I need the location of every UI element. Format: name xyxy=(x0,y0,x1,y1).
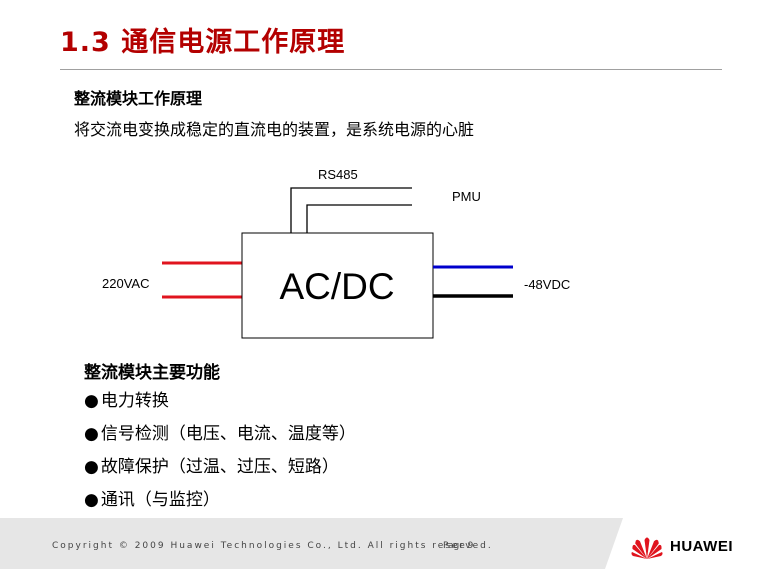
list-item: ●故障保护（过温、过压、短路） xyxy=(84,454,356,487)
comm-line-outer xyxy=(290,187,412,233)
slide-title: 1.3 通信电源工作原理 xyxy=(60,27,346,58)
function-text: 电力转换 xyxy=(100,391,169,411)
ac-dc-module-box xyxy=(241,232,434,339)
dc-output-label: -48VDC xyxy=(524,277,570,292)
functions-heading: 整流模块主要功能 xyxy=(84,363,220,383)
rs485-label: RS485 xyxy=(318,167,358,182)
module-label: AC/DC xyxy=(279,266,394,307)
list-item: ●通讯（与监控） xyxy=(84,487,356,520)
bullet-icon: ● xyxy=(84,391,99,411)
ac-input-label: 220VAC xyxy=(102,276,149,291)
page-number: Page 9 xyxy=(443,541,474,551)
function-text: 故障保护（过温、过压、短路） xyxy=(100,457,339,477)
pmu-label: PMU xyxy=(452,189,481,204)
title-divider xyxy=(60,69,722,70)
bullet-icon: ● xyxy=(84,490,99,510)
huawei-logo: HUAWEI xyxy=(630,530,733,562)
function-text: 信号检测（电压、电流、温度等） xyxy=(100,424,356,444)
function-text: 通讯（与监控） xyxy=(100,490,220,510)
brand-name: HUAWEI xyxy=(670,537,733,555)
functions-list: ●电力转换 ●信号检测（电压、电流、温度等） ●故障保护（过温、过压、短路） ●… xyxy=(84,388,356,520)
huawei-flower-icon xyxy=(631,537,663,559)
list-item: ●信号检测（电压、电流、温度等） xyxy=(84,421,356,454)
section-subtitle: 整流模块工作原理 xyxy=(74,89,203,108)
comm-line-inner xyxy=(306,204,412,233)
bullet-icon: ● xyxy=(84,457,99,477)
footer-logo-area xyxy=(605,518,771,569)
section-description: 将交流电变换成稳定的直流电的装置，是系统电源的心脏 xyxy=(74,120,475,139)
list-item: ●电力转换 xyxy=(84,388,356,421)
bullet-icon: ● xyxy=(84,424,99,444)
copyright-notice: Copyright © 2009 Huawei Technologies Co.… xyxy=(52,541,493,551)
